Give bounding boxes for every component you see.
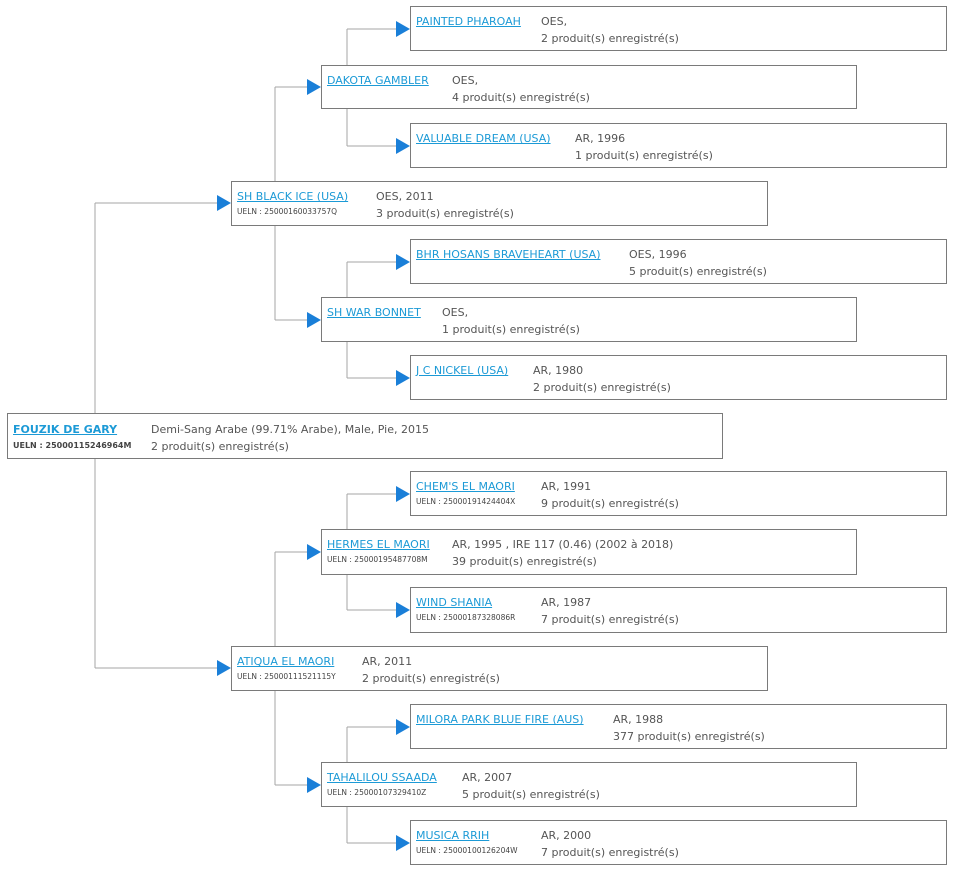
- ueln-label: UELN : 25000160033757Q: [237, 207, 338, 216]
- horse-card-fouzik-de-gary: FOUZIK DE GARY UELN : 25000115246964M Demi…: [7, 413, 723, 459]
- horse-name-link[interactable]: CHEM'S EL MAORI: [416, 480, 515, 493]
- horse-info: OES,: [452, 74, 479, 87]
- produits-count: 39 produit(s) enregistré(s): [452, 555, 597, 568]
- produits-count: 5 produit(s) enregistré(s): [629, 265, 767, 278]
- arrow-icon: [396, 138, 410, 154]
- produits-count: 377 produit(s) enregistré(s): [613, 730, 765, 743]
- horse-info: AR, 1988: [613, 713, 664, 726]
- ueln-label: UELN : 25000195487708M: [327, 555, 428, 564]
- arrow-icon: [396, 486, 410, 502]
- horse-card-sh-black-ice-usa: SH BLACK ICE (USA) UELN : 25000160033757Q…: [231, 181, 768, 226]
- arrow-icon: [396, 370, 410, 386]
- horse-card-bhr-hosans-braveheart-usa: BHR HOSANS BRAVEHEART (USA) OES, 1996 5 pr…: [410, 239, 947, 284]
- horse-info: AR, 2007: [462, 771, 513, 784]
- ueln-label: UELN : 25000187328086R: [416, 613, 516, 622]
- arrow-icon: [307, 777, 321, 793]
- arrow-icon: [307, 544, 321, 560]
- horse-name-link[interactable]: VALUABLE DREAM (USA): [416, 132, 551, 145]
- horse-info: OES,: [541, 15, 568, 28]
- ueln-label: UELN : 25000111521115Y: [237, 672, 336, 681]
- horse-card-painted-pharoah: PAINTED PHAROAH OES, 2 produit(s) enregist…: [410, 6, 947, 51]
- horse-info: AR, 1980: [533, 364, 584, 377]
- horse-info: AR, 2011: [362, 655, 413, 668]
- arrow-icon: [396, 21, 410, 37]
- arrow-icon: [396, 254, 410, 270]
- produits-count: 5 produit(s) enregistré(s): [462, 788, 600, 801]
- produits-count: 7 produit(s) enregistré(s): [541, 613, 679, 626]
- horse-card-wind-shania: WIND SHANIA UELN : 25000187328086R AR, 198…: [410, 587, 947, 633]
- horse-name-link[interactable]: BHR HOSANS BRAVEHEART (USA): [416, 248, 601, 261]
- ueln-label: UELN : 25000100126204W: [416, 846, 518, 855]
- arrow-icon: [217, 195, 231, 211]
- produits-count: 4 produit(s) enregistré(s): [452, 91, 590, 104]
- horse-info: OES, 1996: [629, 248, 687, 261]
- horse-info: AR, 1987: [541, 596, 592, 609]
- ueln-label: UELN : 25000191424404X: [416, 497, 516, 506]
- horse-name-link[interactable]: ATIQUA EL MAORI: [237, 655, 335, 668]
- produits-count: 9 produit(s) enregistré(s): [541, 497, 679, 510]
- horse-card-milora-park-blue-fire-aus: MILORA PARK BLUE FIRE (AUS) AR, 1988 377 p…: [410, 704, 947, 749]
- produits-count: 2 produit(s) enregistré(s): [362, 672, 500, 685]
- ueln-label: UELN : 25000107329410Z: [327, 788, 427, 797]
- produits-count: 7 produit(s) enregistré(s): [541, 846, 679, 859]
- horse-info: AR, 1996: [575, 132, 626, 145]
- horse-card-hermes-el-maori: HERMES EL MAORI UELN : 25000195487708M AR,…: [321, 529, 857, 575]
- horse-info: AR, 2000: [541, 829, 592, 842]
- horse-card-valuable-dream-usa: VALUABLE DREAM (USA) AR, 1996 1 produit(s)…: [410, 123, 947, 168]
- horse-card-musica-rrih: MUSICA RRIH UELN : 25000100126204W AR, 200…: [410, 820, 947, 865]
- ueln-label: UELN : 25000115246964M: [13, 441, 132, 450]
- horse-name-link[interactable]: WIND SHANIA: [416, 596, 493, 609]
- horse-info: Demi-Sang Arabe (99.71% Arabe), Male, Pi…: [151, 423, 429, 436]
- horse-name-link[interactable]: SH WAR BONNET: [327, 306, 421, 319]
- horse-card-j-c-nickel-usa: J C NICKEL (USA) AR, 1980 2 produit(s) enr…: [410, 355, 947, 400]
- horse-info: OES,: [442, 306, 469, 319]
- arrow-icon: [217, 660, 231, 676]
- horse-name-link[interactable]: TAHALILOU SSAADA: [327, 771, 437, 784]
- produits-count: 2 produit(s) enregistré(s): [533, 381, 671, 394]
- horse-info: OES, 2011: [376, 190, 434, 203]
- horse-card-sh-war-bonnet: SH WAR BONNET OES, 1 produit(s) enregistré…: [321, 297, 857, 342]
- horse-card-chem-s-el-maori: CHEM'S EL MAORI UELN : 25000191424404X AR,…: [410, 471, 947, 516]
- horse-name-link[interactable]: J C NICKEL (USA): [416, 364, 509, 377]
- horse-name-link[interactable]: FOUZIK DE GARY: [13, 423, 118, 436]
- horse-name-link[interactable]: MUSICA RRIH: [416, 829, 490, 842]
- produits-count: 2 produit(s) enregistré(s): [541, 32, 679, 45]
- horse-info: AR, 1991: [541, 480, 592, 493]
- horse-name-link[interactable]: PAINTED PHAROAH: [416, 15, 521, 28]
- arrow-icon: [307, 312, 321, 328]
- produits-count: 3 produit(s) enregistré(s): [376, 207, 514, 220]
- arrow-icon: [396, 835, 410, 851]
- horse-name-link[interactable]: DAKOTA GAMBLER: [327, 74, 429, 87]
- horse-name-link[interactable]: HERMES EL MAORI: [327, 538, 430, 551]
- horse-card-dakota-gambler: DAKOTA GAMBLER OES, 4 produit(s) enregistr…: [321, 65, 857, 109]
- produits-count: 2 produit(s) enregistré(s): [151, 440, 289, 453]
- arrow-icon: [396, 602, 410, 618]
- horse-card-atiqua-el-maori: ATIQUA EL MAORI UELN : 25000111521115Y AR,…: [231, 646, 768, 691]
- horse-name-link[interactable]: MILORA PARK BLUE FIRE (AUS): [416, 713, 584, 726]
- arrow-icon: [307, 79, 321, 95]
- produits-count: 1 produit(s) enregistré(s): [442, 323, 580, 336]
- produits-count: 1 produit(s) enregistré(s): [575, 149, 713, 162]
- horse-name-link[interactable]: SH BLACK ICE (USA): [237, 190, 349, 203]
- horse-info: AR, 1995 , IRE 117 (0.46) (2002 à 2018): [452, 538, 674, 551]
- horse-card-tahalilou-ssaada: TAHALILOU SSAADA UELN : 25000107329410Z AR…: [321, 762, 857, 807]
- arrow-icon: [396, 719, 410, 735]
